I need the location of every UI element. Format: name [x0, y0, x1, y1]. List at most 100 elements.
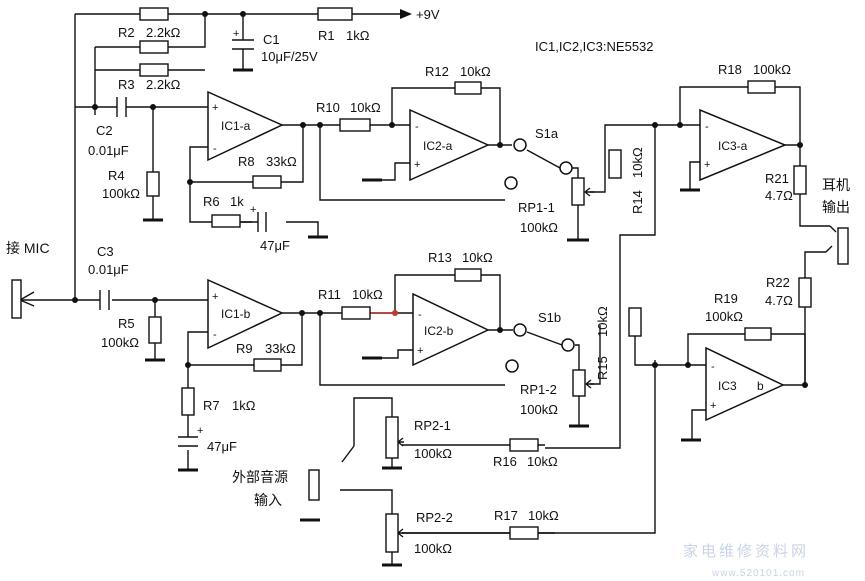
r17-value: 10kΩ [528, 508, 559, 523]
opamp-ic3-b [705, 346, 785, 422]
r8-value: 33kΩ [266, 154, 297, 169]
r11-name: R11 [318, 287, 341, 302]
r2-name: R2 [118, 25, 135, 40]
capacitor-c7 [178, 436, 198, 447]
r1-value: 1kΩ [346, 28, 370, 43]
headphone-output-label-2: 输出 [822, 199, 850, 215]
resistor-r1 [317, 7, 353, 21]
ic2-a-plus: + [414, 159, 420, 171]
r17-name: R17 [494, 508, 518, 523]
r3-name: R3 [118, 77, 135, 92]
resistor-r7 [181, 387, 195, 416]
c2-value: 0.01μF [88, 143, 129, 158]
r14-value: 10kΩ [630, 147, 645, 178]
resistor-r6 [211, 214, 241, 228]
opamp-label-ic2-b: IC2-b [424, 324, 454, 338]
grounds [143, 68, 701, 567]
wires [19, 13, 837, 565]
r21-value: 4.7Ω [765, 188, 793, 203]
r8-name: R8 [238, 154, 255, 169]
resistors [139, 7, 812, 540]
r9-name: R9 [236, 341, 253, 356]
r7-value: 1kΩ [232, 398, 256, 413]
rp1-2-name: RP1-2 [520, 382, 557, 397]
external-input-label-1: 外部音源 [232, 469, 288, 485]
r22-value: 4.7Ω [765, 293, 793, 308]
ic3-a-minus: - [705, 121, 709, 133]
opamp-label-ic1-b: IC1-b [221, 307, 251, 321]
s1a-label: S1a [535, 126, 559, 141]
capacitor-c3 [99, 290, 110, 310]
resistor-top-unlabeled [139, 7, 169, 21]
ic1-b-minus: - [213, 329, 217, 341]
ic1-b-plus: + [212, 291, 218, 303]
r5-name: R5 [118, 316, 135, 331]
c7-value: 47μF [207, 439, 237, 454]
resistor-r10 [339, 118, 371, 132]
resistor-r9 [253, 358, 282, 372]
supply-arrow-icon [400, 9, 412, 19]
c1-name: C1 [263, 32, 280, 47]
r6-value: 1k [230, 194, 244, 209]
r19-value: 100kΩ [705, 309, 743, 324]
r18-name: R18 [718, 62, 742, 77]
resistor-r18 [747, 80, 776, 94]
rp1-1-value: 100kΩ [520, 220, 558, 235]
potentiometer-rp1-2 [572, 369, 586, 397]
opamp-ic1-a [207, 90, 284, 162]
potentiometer-rp1-1 [571, 177, 585, 206]
opamp-ic2-a [409, 108, 490, 182]
r10-name: R10 [316, 100, 340, 115]
r19-name: R19 [714, 291, 738, 306]
resistor-r14 [608, 149, 622, 179]
junctions [72, 11, 808, 388]
resistor-r15 [628, 307, 642, 337]
ic2-a-minus: - [415, 121, 419, 133]
c7-plus: + [197, 425, 203, 437]
external-input-label-2: 输入 [254, 492, 282, 508]
capacitor-c6 [257, 212, 267, 232]
r5-value: 100kΩ [101, 335, 139, 350]
r18-value: 100kΩ [753, 62, 791, 77]
opamp-label-ic3-b-sub: b [757, 379, 764, 393]
potentiometer-rp2-2 [385, 513, 399, 553]
resistor-r8 [252, 175, 282, 189]
mic-input-label: 接 MIC [6, 240, 50, 256]
opamp-label-ic3-a: IC3-a [718, 139, 748, 153]
r16-name: R16 [493, 454, 517, 469]
resistor-r12 [454, 81, 482, 95]
c3-value: 0.01μF [88, 262, 129, 277]
capacitor-c1 [232, 39, 254, 50]
supply-voltage-label: +9V [416, 7, 440, 22]
r11-value: 10kΩ [352, 287, 383, 302]
r14-name: R14 [630, 190, 645, 214]
rp2-1-name: RP2-1 [414, 418, 451, 433]
opamp-label-ic2-a: IC2-a [423, 139, 453, 153]
resistor-r19 [744, 327, 772, 341]
opamp-ic2-b [412, 292, 490, 367]
resistor-r22 [798, 277, 812, 308]
r6-name: R6 [203, 194, 220, 209]
resistor-r3 [139, 63, 169, 77]
r21-name: R21 [765, 171, 789, 186]
opamp-ic3-a [699, 108, 787, 182]
r1-name: R1 [318, 28, 335, 43]
opamp-ic1-b [207, 278, 284, 350]
c1-plus: + [233, 28, 239, 40]
rp1-1-name: RP1-1 [518, 200, 555, 215]
c1-value: 10μF/25V [261, 49, 318, 64]
resistor-r13 [454, 268, 482, 282]
r7-name: R7 [203, 398, 220, 413]
mic-jack [11, 279, 22, 319]
watermark-site-name: 家电维修资料网 [683, 543, 809, 560]
r12-value: 10kΩ [460, 64, 491, 79]
opamp-label-ic1-a: IC1-a [221, 119, 251, 133]
rp1-2-value: 100kΩ [520, 402, 558, 417]
potentiometer-rp2-1 [385, 416, 399, 459]
ic1-a-plus: + [212, 102, 218, 114]
opamp-label-ic3-b-main: IC3 [718, 379, 737, 393]
r16-value: 10kΩ [527, 454, 558, 469]
r10-value: 10kΩ [350, 100, 381, 115]
rp2-1-value: 100kΩ [414, 446, 452, 461]
r9-value: 33kΩ [265, 341, 296, 356]
